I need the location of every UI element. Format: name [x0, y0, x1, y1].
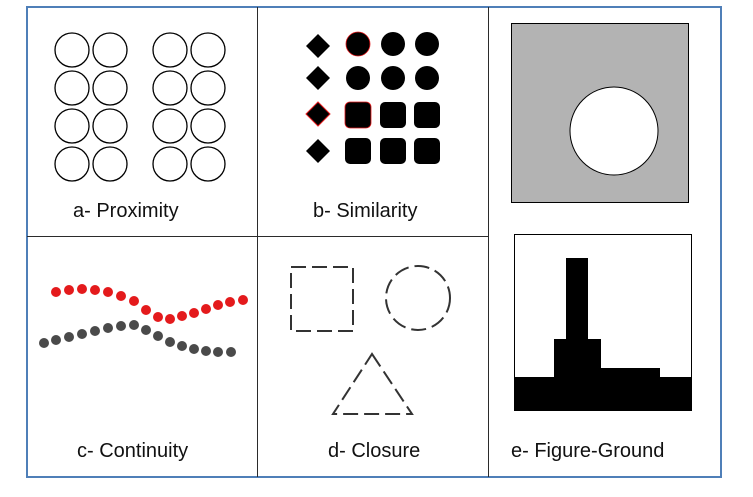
proximity-circle	[92, 32, 128, 68]
continuity-dot	[189, 308, 199, 318]
similarity-square	[380, 138, 406, 164]
proximity-group-right	[152, 32, 226, 182]
proximity-circle	[54, 32, 90, 68]
proximity-circle	[54, 146, 90, 182]
similarity-square	[345, 138, 371, 164]
proximity-circle	[190, 32, 226, 68]
proximity-circle	[54, 70, 90, 106]
continuity-dot	[90, 326, 100, 336]
continuity-diagram	[39, 284, 248, 357]
figure-ground-white-circle	[569, 86, 659, 176]
continuity-dot	[129, 296, 139, 306]
proximity-circle	[190, 108, 226, 144]
caption-figure-ground: e- Figure-Ground	[511, 440, 665, 462]
divider-horizontal	[27, 236, 488, 237]
similarity-diamond	[306, 139, 330, 163]
caption-continuity: c- Continuity	[77, 440, 189, 462]
closure-dashed-square	[290, 266, 354, 332]
continuity-dot	[116, 321, 126, 331]
proximity-circle	[92, 146, 128, 182]
continuity-dot	[165, 314, 175, 324]
continuity-dot	[165, 337, 175, 347]
continuity-dot	[64, 285, 74, 295]
divider-vertical-1	[257, 7, 258, 477]
proximity-circle	[152, 108, 188, 144]
similarity-square	[344, 101, 372, 129]
continuity-dot	[238, 295, 248, 305]
similarity-circle	[415, 66, 439, 90]
continuity-dot	[51, 287, 61, 297]
figure-frame	[26, 6, 722, 478]
continuity-dot	[51, 335, 61, 345]
continuity-dot	[153, 331, 163, 341]
continuity-dot	[116, 291, 126, 301]
proximity-circle	[152, 146, 188, 182]
continuity-dot	[141, 325, 151, 335]
continuity-dot	[225, 297, 235, 307]
similarity-diamond	[306, 34, 330, 58]
closure-diagram	[290, 265, 451, 415]
figure-ground-skyline	[515, 258, 692, 411]
continuity-dot	[103, 323, 113, 333]
continuity-dot	[77, 329, 87, 339]
proximity-circle	[92, 70, 128, 106]
continuity-dot	[129, 320, 139, 330]
similarity-squares	[344, 101, 440, 164]
continuity-dot	[153, 312, 163, 322]
continuity-dot	[213, 347, 223, 357]
continuity-red-dot-series	[51, 284, 248, 324]
proximity-circle	[190, 146, 226, 182]
continuity-dot	[226, 347, 236, 357]
continuity-dot	[90, 285, 100, 295]
figure-ground-bottom-diagram	[514, 234, 692, 411]
similarity-square	[414, 102, 440, 128]
proximity-circle	[152, 70, 188, 106]
caption-similarity: b- Similarity	[313, 200, 418, 222]
similarity-diagram	[305, 31, 440, 164]
similarity-circle	[381, 32, 405, 56]
closure-dashed-circle	[385, 265, 451, 331]
similarity-square	[414, 138, 440, 164]
caption-proximity: a- Proximity	[73, 200, 179, 222]
continuity-dot	[201, 304, 211, 314]
proximity-group-left	[54, 32, 128, 182]
proximity-circle	[92, 108, 128, 144]
closure-dashed-triangle	[331, 352, 414, 415]
continuity-dot	[141, 305, 151, 315]
proximity-diagram	[54, 32, 226, 182]
proximity-circle	[152, 32, 188, 68]
similarity-diamonds	[305, 34, 331, 163]
continuity-dot	[177, 311, 187, 321]
proximity-circle	[190, 70, 226, 106]
continuity-dot	[103, 287, 113, 297]
similarity-circle	[346, 66, 370, 90]
continuity-dot	[189, 344, 199, 354]
similarity-circle	[345, 31, 371, 57]
divider-vertical-2	[488, 7, 489, 477]
continuity-gray-dot-series	[39, 320, 236, 357]
continuity-dot	[177, 341, 187, 351]
similarity-circle	[381, 66, 405, 90]
continuity-dot	[39, 338, 49, 348]
similarity-circles	[345, 31, 439, 90]
continuity-dot	[64, 332, 74, 342]
similarity-square	[380, 102, 406, 128]
figure-ground-top-diagram	[511, 23, 689, 203]
similarity-diamond	[306, 66, 330, 90]
similarity-diamond	[305, 101, 331, 127]
continuity-dot	[201, 346, 211, 356]
continuity-dot	[213, 300, 223, 310]
proximity-circle	[54, 108, 90, 144]
similarity-circle	[415, 32, 439, 56]
continuity-dot	[77, 284, 87, 294]
caption-closure: d- Closure	[328, 440, 421, 462]
